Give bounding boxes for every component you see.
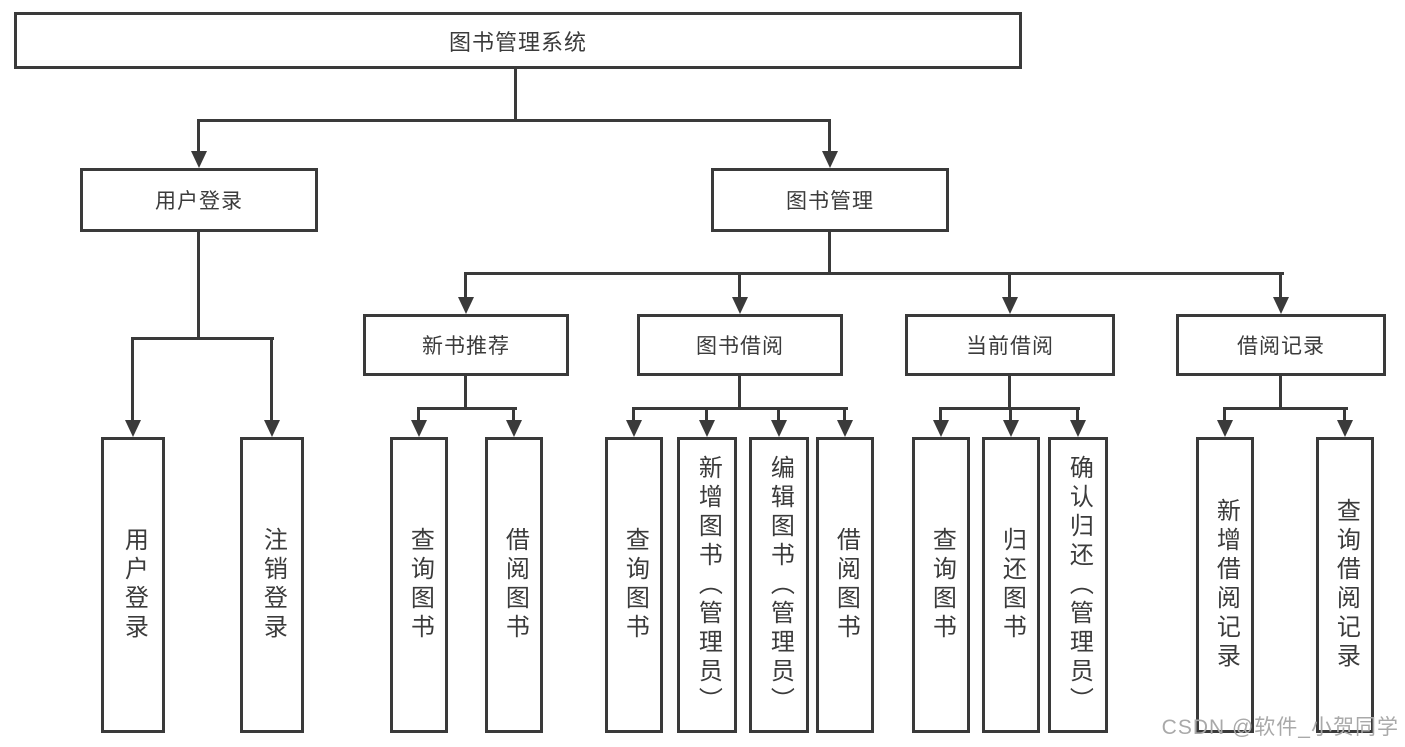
arrow-down-icon (626, 420, 642, 437)
arrow-down-icon (771, 420, 787, 437)
connector-line (777, 407, 780, 420)
arrow-down-icon (1337, 420, 1353, 437)
leaf-borrow-books-recommend: 借阅图书 (485, 437, 543, 733)
leaf-search-books-borrow: 查询图书 (605, 437, 663, 733)
arrow-down-icon (1217, 420, 1233, 437)
connector-line (197, 119, 831, 122)
connector-line (464, 376, 467, 408)
arrow-down-icon (411, 420, 427, 437)
arrow-down-icon (458, 297, 474, 314)
node-borrowing-records: 借阅记录 (1176, 314, 1386, 376)
leaf-logout: 注销登录 (240, 437, 304, 733)
connector-line (270, 337, 273, 420)
node-book-borrowing: 图书借阅 (637, 314, 843, 376)
node-label: 查询图书 (406, 527, 434, 643)
connector-line (512, 407, 515, 420)
connector-line (417, 407, 420, 420)
arrow-down-icon (191, 151, 207, 168)
connector-line (843, 407, 846, 420)
node-label: 借阅图书 (832, 527, 860, 643)
connector-line (632, 407, 635, 420)
node-user-login: 用户登录 (80, 168, 318, 232)
connector-line (464, 272, 467, 297)
arrow-down-icon (125, 420, 141, 437)
node-label: 新书推荐 (422, 335, 510, 358)
connector-line (1008, 272, 1011, 297)
connector-line (1223, 407, 1348, 410)
node-label: 查询图书 (621, 527, 649, 643)
node-label: 图书管理系统 (448, 29, 587, 55)
leaf-borrow-books: 借阅图书 (816, 437, 874, 733)
connector-line (1076, 407, 1079, 420)
node-label: 查询借阅记录 (1332, 498, 1360, 672)
connector-line (738, 376, 741, 408)
node-label: 图书借阅 (696, 335, 784, 358)
arrow-down-icon (837, 420, 853, 437)
node-label: 确认归还（管理员） (1065, 454, 1093, 716)
arrow-down-icon (1273, 297, 1289, 314)
node-label: 注销登录 (259, 527, 287, 643)
connector-line (1279, 272, 1282, 297)
leaf-add-book-admin: 新增图书（管理员） (677, 437, 737, 733)
node-current-borrowing: 当前借阅 (905, 314, 1115, 376)
connector-line (514, 69, 517, 121)
arrow-down-icon (1003, 420, 1019, 437)
connector-line (828, 119, 831, 151)
connector-line (197, 119, 200, 151)
arrow-down-icon (699, 420, 715, 437)
node-new-book-recommendation: 新书推荐 (363, 314, 569, 376)
connector-line (131, 337, 134, 420)
leaf-search-books-current: 查询图书 (912, 437, 970, 733)
node-label: 用户登录 (155, 190, 243, 213)
node-label: 用户登录 (120, 527, 148, 643)
connector-line (1223, 407, 1226, 420)
node-label: 新增借阅记录 (1212, 498, 1240, 672)
node-book-management: 图书管理 (711, 168, 949, 232)
leaf-search-books-recommend: 查询图书 (390, 437, 448, 733)
node-label: 图书管理 (786, 190, 874, 213)
connector-line (828, 232, 831, 274)
node-label: 借阅记录 (1237, 335, 1325, 358)
csdn-watermark: CSDN @软件_小贺同学 (1161, 716, 1399, 739)
node-label: 借阅图书 (501, 527, 529, 643)
leaf-search-borrow-record: 查询借阅记录 (1316, 437, 1374, 733)
connector-line (939, 407, 942, 420)
arrow-down-icon (933, 420, 949, 437)
connector-line (632, 407, 848, 410)
connector-line (738, 272, 741, 297)
leaf-add-borrow-record: 新增借阅记录 (1196, 437, 1254, 733)
connector-line (1008, 376, 1011, 408)
leaf-user-login: 用户登录 (101, 437, 165, 733)
connector-line (1009, 407, 1012, 420)
connector-line (197, 232, 200, 339)
arrow-down-icon (1070, 420, 1086, 437)
leaf-return-books: 归还图书 (982, 437, 1040, 733)
node-label: 新增图书（管理员） (694, 454, 722, 716)
connector-line (464, 272, 1284, 275)
connector-line (1279, 376, 1282, 408)
node-library-management-system: 图书管理系统 (14, 12, 1022, 69)
leaf-edit-book-admin: 编辑图书（管理员） (749, 437, 809, 733)
node-label: 编辑图书（管理员） (766, 454, 794, 716)
node-label: 当前借阅 (966, 335, 1054, 358)
arrow-down-icon (732, 297, 748, 314)
node-label: 查询图书 (928, 527, 956, 643)
connector-line (131, 337, 274, 340)
connector-line (417, 407, 517, 410)
node-label: 归还图书 (998, 527, 1026, 643)
leaf-confirm-return-admin: 确认归还（管理员） (1048, 437, 1108, 733)
arrow-down-icon (264, 420, 280, 437)
arrow-down-icon (822, 151, 838, 168)
arrow-down-icon (1002, 297, 1018, 314)
arrow-down-icon (506, 420, 522, 437)
connector-line (705, 407, 708, 420)
connector-line (1343, 407, 1346, 420)
